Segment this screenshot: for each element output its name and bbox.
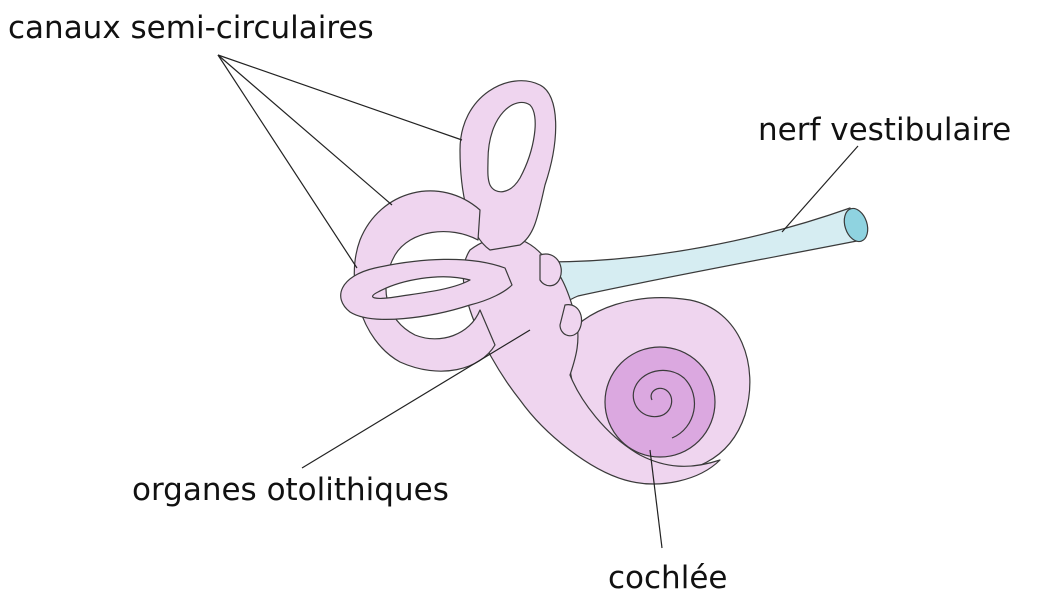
label-vestibular-nerve: nerf vestibulaire bbox=[758, 112, 1011, 148]
label-cochlea: cochlée bbox=[608, 560, 727, 594]
cochlea-inner-turn bbox=[605, 347, 715, 457]
ampulla bbox=[540, 254, 561, 286]
nerve-trunk bbox=[548, 208, 862, 314]
label-semicircular-canals: canaux semi-circulaires bbox=[8, 10, 374, 46]
label-otolith-organs: organes otolithiques bbox=[132, 472, 449, 508]
leader-canal-superior bbox=[218, 55, 462, 140]
vestibular-nerve bbox=[548, 205, 872, 314]
leader-canal-posterior bbox=[218, 55, 392, 205]
leader-canal-lateral bbox=[218, 55, 357, 268]
